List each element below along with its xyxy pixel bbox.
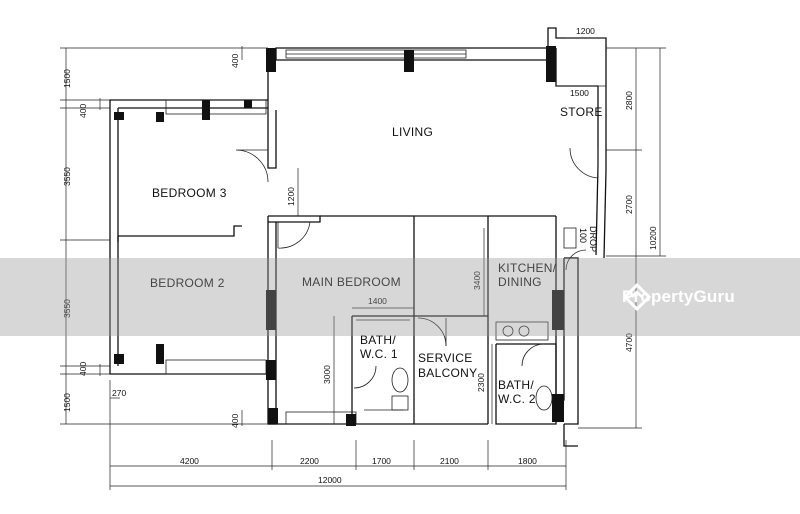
room-label-wc-1: W.C. 1 xyxy=(360,347,398,361)
room-label-bedroom-3: BEDROOM 3 xyxy=(152,186,227,200)
dim-bottom-1700: 1700 xyxy=(372,456,391,466)
dim-door-1200: 1200 xyxy=(286,187,296,206)
room-label-main-bedroom: MAIN BEDROOM xyxy=(302,275,401,289)
dim-left-400-a: 400 xyxy=(78,104,88,118)
watermark-brand: PropertyGuru xyxy=(622,287,735,306)
dim-left-1500-bottom: 1500 xyxy=(62,393,72,412)
room-label-bedroom-2: BEDROOM 2 xyxy=(150,276,225,290)
dim-bath1-1400: 1400 xyxy=(368,296,387,306)
dim-top-400: 400 xyxy=(230,54,240,68)
room-label-dining: DINING xyxy=(498,275,542,289)
dim-right-2800: 2800 xyxy=(624,91,634,110)
room-label-service: SERVICE xyxy=(418,351,473,365)
room-label-bath-2: BATH/ xyxy=(498,378,534,392)
dim-left-270: 270 xyxy=(112,388,126,398)
dim-bottom-1800: 1800 xyxy=(518,456,537,466)
dim-left-1500-top: 1500 xyxy=(62,69,72,88)
room-label-balcony: BALCONY xyxy=(418,366,477,380)
dim-bath1-3000: 3000 xyxy=(322,365,332,384)
walls xyxy=(109,27,607,447)
dim-right-2700: 2700 xyxy=(624,195,634,214)
dim-bottom-total: 12000 xyxy=(318,475,342,485)
dim-service-2300: 2300 xyxy=(476,373,486,392)
dim-store-width: 1200 xyxy=(576,26,595,36)
dim-bottom-2100: 2100 xyxy=(440,456,459,466)
refuse-label-drop: DROP xyxy=(588,226,598,252)
propertyguru-logo-icon xyxy=(622,282,652,312)
dim-bottom-400: 400 xyxy=(230,414,240,428)
watermark: PropertyGuru xyxy=(622,282,735,312)
dim-left-400-b: 400 xyxy=(78,362,88,376)
dimension-lines xyxy=(60,37,666,490)
watermark-band xyxy=(0,258,800,336)
dim-left-3550-b: 3550 xyxy=(62,299,72,318)
room-label-wc-2: W.C. 2 xyxy=(498,392,536,406)
room-label-kitchen: KITCHEN/ xyxy=(498,261,557,275)
dim-store-inner: 1500 xyxy=(570,88,589,98)
dim-bottom-2200: 2200 xyxy=(300,456,319,466)
dim-kitchen-3400: 3400 xyxy=(472,271,482,290)
refuse-label-100: 100 xyxy=(578,228,588,243)
dim-left-3550-a: 3550 xyxy=(62,167,72,186)
dim-right-total: 10200 xyxy=(648,226,658,250)
dim-right-4700: 4700 xyxy=(624,333,634,352)
room-label-living: LIVING xyxy=(392,125,433,139)
room-label-store: STORE xyxy=(560,105,603,119)
dim-bottom-4200: 4200 xyxy=(180,456,199,466)
room-label-bath-1: BATH/ xyxy=(360,333,396,347)
